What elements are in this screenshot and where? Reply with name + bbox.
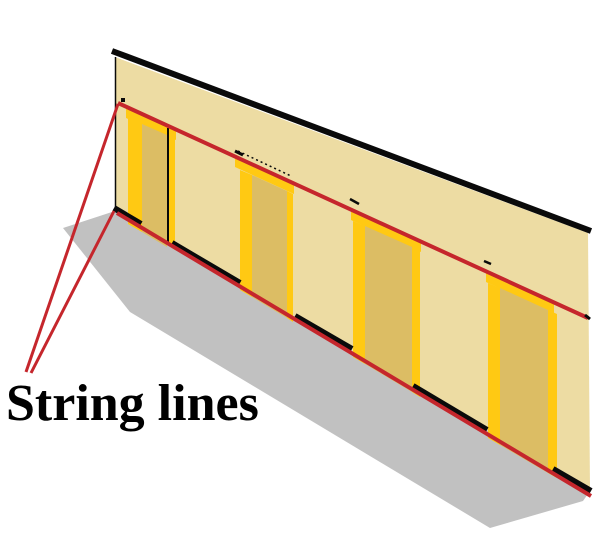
post-1-front-face <box>128 117 142 232</box>
bottom-dash-2 <box>170 240 242 286</box>
fence-post-2 <box>234 149 294 322</box>
ground-shadow <box>63 211 590 528</box>
post-3-side-face <box>365 226 412 392</box>
fence-post-3 <box>349 197 421 397</box>
fence-wall-panel <box>115 57 590 491</box>
pointer-line-to-upper-string <box>24 103 120 373</box>
top-rail-line <box>110 48 593 234</box>
upper-string-line <box>117 101 589 320</box>
post-1-cap <box>126 108 176 140</box>
fence-post-4 <box>483 259 557 478</box>
post-2-front-face <box>240 170 252 297</box>
post-2-cap <box>235 157 294 194</box>
post-2-right-edge-face <box>287 191 293 322</box>
post-1-side-face <box>142 124 167 247</box>
post-1-right-edge-face <box>169 136 175 250</box>
post-2-top-tick <box>234 149 244 157</box>
post-2-side-face <box>252 175 287 318</box>
post-3-front-face <box>353 221 365 364</box>
lower-string-line <box>115 211 593 498</box>
bottom-dash-5 <box>551 466 593 494</box>
bottom-dash-1 <box>112 205 143 227</box>
post-4-top-tick <box>483 259 492 266</box>
post-3-top-tick <box>349 197 360 206</box>
bottom-dash-3 <box>293 313 354 352</box>
post-4-front-face <box>488 283 500 445</box>
string-lines-label: String lines <box>6 375 259 432</box>
post-3-right-edge-face <box>412 247 420 397</box>
bottom-edge-dashes <box>112 205 593 494</box>
upper-string-start-dot <box>121 98 125 102</box>
fence-post-1 <box>126 108 176 250</box>
bottom-dash-4 <box>411 383 489 433</box>
post-4-cap <box>486 272 554 313</box>
pointer-line-to-lower-string <box>29 210 116 374</box>
post-4-side-face <box>500 288 548 473</box>
post-4-right-edge-face <box>548 310 557 478</box>
post-3-cap <box>351 210 421 252</box>
upper-string-end-tick <box>584 313 591 321</box>
